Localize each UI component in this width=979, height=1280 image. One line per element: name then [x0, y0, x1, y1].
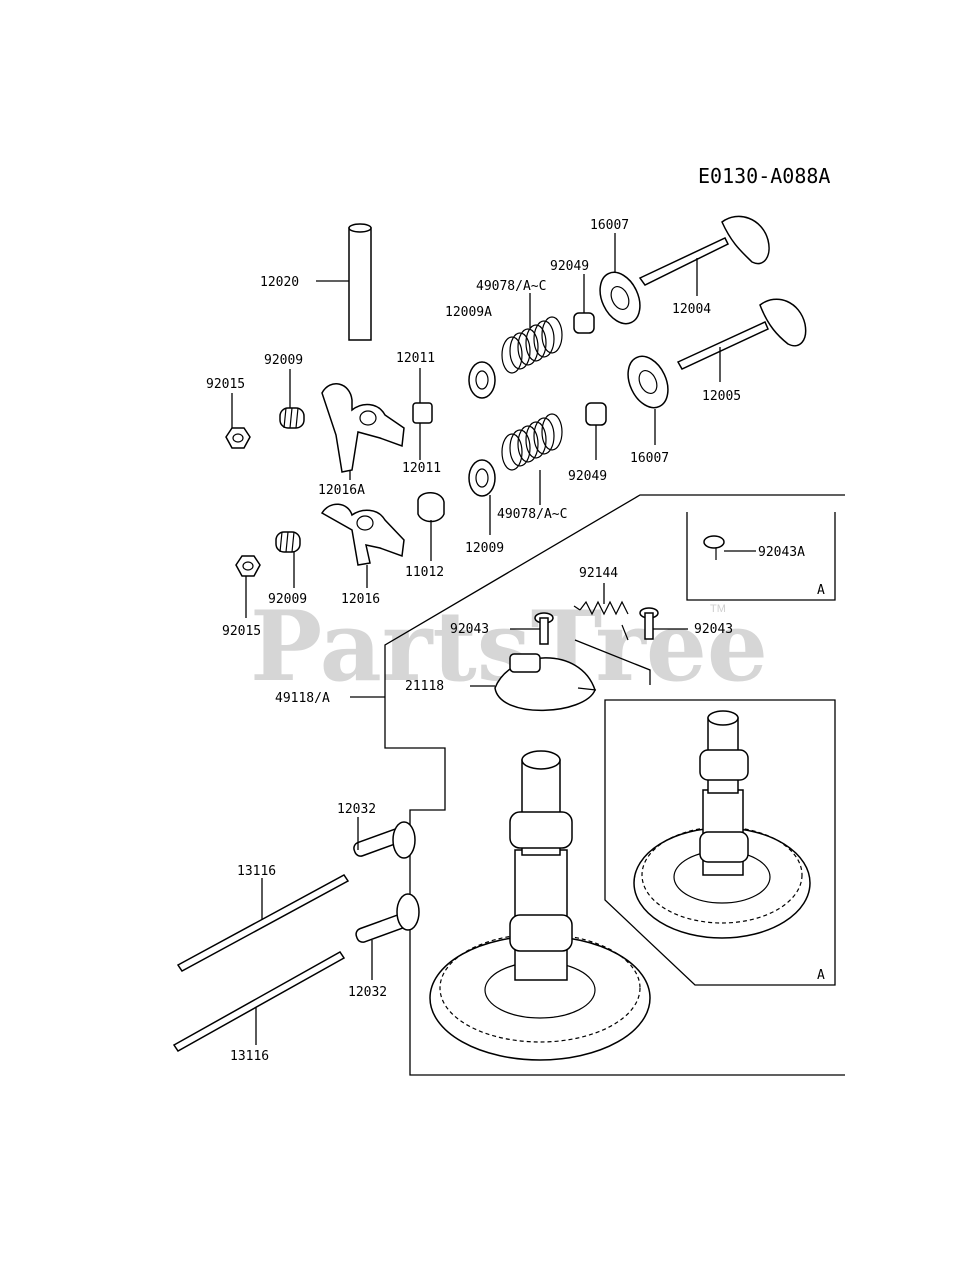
label-12011-lower: 12011: [402, 461, 441, 476]
label-49078-upper: 49078/A~C: [476, 279, 546, 294]
adjusting-screw-92009-lower: [275, 531, 301, 553]
valve-12005: [676, 298, 807, 370]
label-16007-lower: 16007: [630, 451, 669, 466]
governor-plate-21118: [494, 653, 597, 712]
spring-seat-12009A: [468, 361, 496, 399]
rocker-arm-12016A: [321, 383, 405, 473]
tappet-12032-upper: [353, 821, 416, 859]
pin-92043-left: [534, 612, 554, 645]
inset-a-top-tag: A: [817, 583, 825, 598]
inset-a-camshaft-tag: A: [817, 968, 825, 983]
label-92015-upper: 92015: [206, 377, 245, 392]
label-92009-lower: 92009: [268, 592, 307, 607]
spring-retainer-16007-upper: [599, 271, 641, 325]
pin-92043-right: [639, 607, 659, 640]
valve-12004: [638, 215, 770, 286]
inset-a-camshaft-frame: [604, 699, 836, 986]
pin-92043A: [703, 535, 725, 560]
rocker-shaft-12020: [348, 223, 372, 341]
label-49078-lower: 49078/A~C: [497, 507, 567, 522]
label-21118: 21118: [405, 679, 444, 694]
valve-spring-49078-lower: [501, 413, 563, 471]
reference-code: E0130-A088A: [698, 164, 830, 188]
cap-11012: [417, 492, 445, 523]
label-92043-right: 92043: [694, 622, 733, 637]
nut-92015-upper: [225, 427, 251, 449]
label-13116-upper: 13116: [237, 864, 276, 879]
label-92009-upper: 92009: [264, 353, 303, 368]
camshaft-gear-inset: [633, 710, 811, 939]
label-12020: 12020: [260, 275, 299, 290]
label-92015-lower: 92015: [222, 624, 261, 639]
valve-collet-92049-lower: [585, 402, 607, 426]
push-rod-13116-upper: [176, 874, 350, 972]
label-12032-lower: 12032: [348, 985, 387, 1000]
nut-92015-lower: [235, 555, 261, 577]
label-92043A: 92043A: [758, 545, 805, 560]
label-92049-lower: 92049: [568, 469, 607, 484]
push-rod-13116-lower: [172, 951, 346, 1052]
label-12016: 12016: [341, 592, 380, 607]
spring-92144: [573, 600, 629, 641]
rocker-arm-12016: [320, 503, 405, 566]
label-16007-upper: 16007: [590, 218, 629, 233]
label-12016A: 12016A: [318, 483, 365, 498]
adjuster-12011: [412, 402, 433, 424]
label-12032-upper: 12032: [337, 802, 376, 817]
label-13116-lower: 13116: [230, 1049, 269, 1064]
label-12005: 12005: [702, 389, 741, 404]
label-12011-upper: 12011: [396, 351, 435, 366]
valve-spring-49078-upper: [501, 316, 563, 374]
camshaft-group-frame: [384, 494, 845, 1076]
label-92144: 92144: [579, 566, 618, 581]
watermark-trademark: TM: [710, 603, 726, 615]
tappet-12032-lower: [355, 893, 420, 943]
camshaft-gear-main: [429, 750, 651, 1061]
label-12004: 12004: [672, 302, 711, 317]
inset-a-top-frame: [686, 512, 836, 601]
label-11012: 11012: [405, 565, 444, 580]
label-12009A: 12009A: [445, 305, 492, 320]
label-92043-left: 92043: [450, 622, 489, 637]
spring-seat-12009: [468, 459, 496, 497]
label-49118: 49118/A: [275, 691, 330, 706]
governor-link-line: [574, 639, 651, 685]
valve-collet-92049-upper: [573, 312, 595, 334]
label-12009: 12009: [465, 541, 504, 556]
label-92049-upper: 92049: [550, 259, 589, 274]
spring-retainer-16007-lower: [627, 355, 669, 409]
adjusting-screw-92009-upper: [279, 407, 305, 429]
